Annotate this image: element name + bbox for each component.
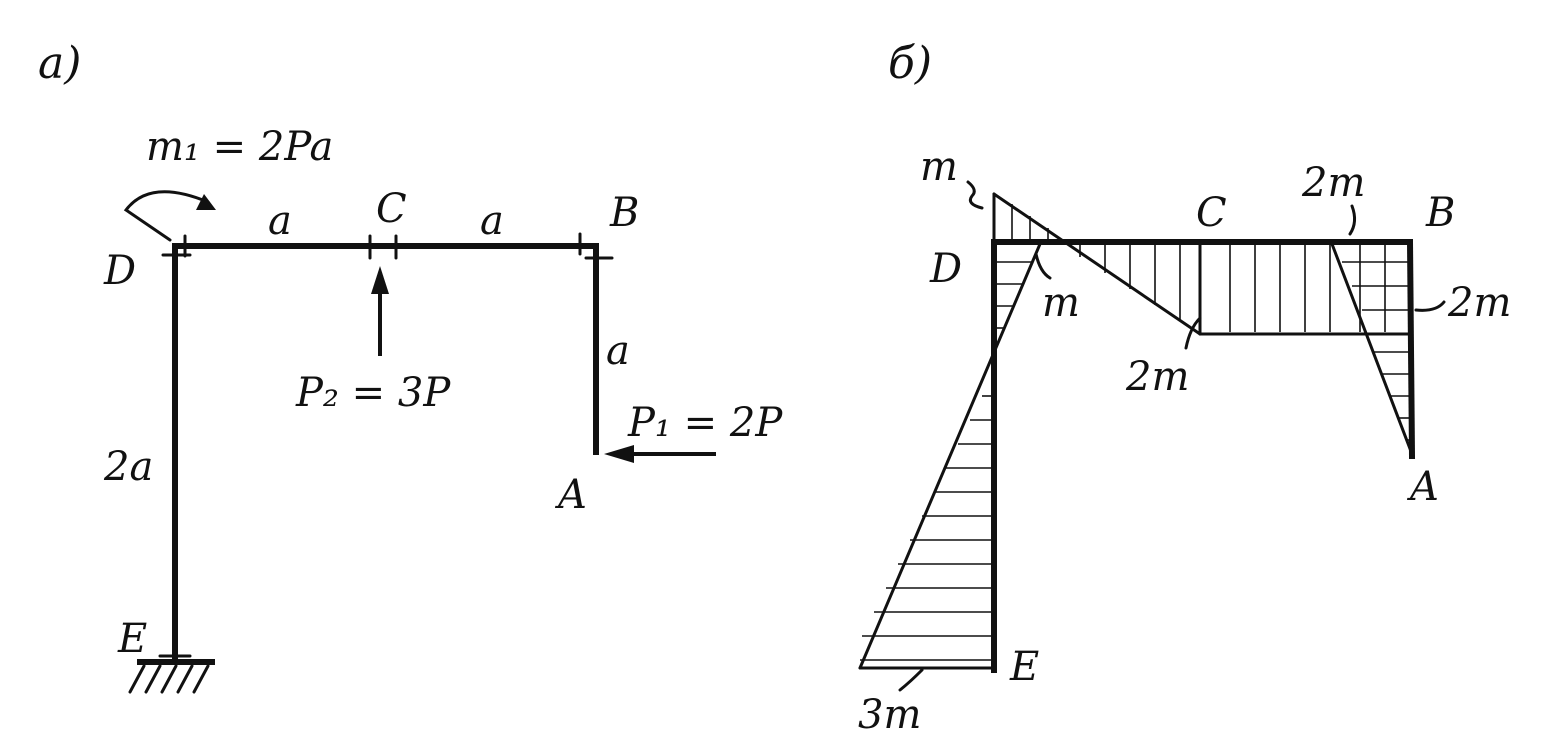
- value-d-top: m: [920, 144, 958, 190]
- load-p2-arrow: [371, 266, 389, 356]
- panel-b-label: б): [888, 38, 932, 89]
- moment-region-de: [860, 395, 994, 661]
- point-c-label: C: [376, 186, 407, 232]
- panel-b: б): [858, 38, 1511, 738]
- value-b-right: 2m: [1447, 280, 1511, 326]
- moment-arrowhead: [196, 194, 216, 210]
- axis-column-ba: [1406, 238, 1416, 460]
- load-p2-label: P₂ = 3P: [295, 370, 451, 416]
- moment-region-d-column-top: [994, 261, 1032, 329]
- load-p1-label: P₁ = 2P: [627, 400, 783, 446]
- section-ticks: [161, 232, 614, 260]
- point-c-label-b: C: [1196, 190, 1227, 236]
- panel-a: a) m₁: [38, 38, 783, 694]
- point-e-label: E: [117, 616, 147, 662]
- frame-axes-b: [991, 238, 1416, 673]
- frame-structure: [172, 243, 599, 665]
- point-d-label-b: D: [929, 246, 962, 292]
- point-b-label: B: [609, 190, 639, 236]
- point-d-label: D: [103, 248, 136, 294]
- moment-arrow-m1: [123, 190, 216, 242]
- outline-de-slope: [858, 242, 1042, 670]
- value-c: 2m: [1125, 354, 1189, 400]
- load-p1-arrow: [604, 445, 716, 463]
- moment-m1-label: m₁ = 2Pa: [146, 124, 333, 170]
- value-e: 3m: [858, 692, 921, 738]
- outline-ba-slope: [1330, 242, 1414, 456]
- point-a-label: A: [554, 472, 587, 518]
- point-b-label-b: B: [1425, 190, 1455, 236]
- panel-a-label: a): [38, 38, 81, 89]
- dim-ba: a: [606, 328, 630, 374]
- point-a-label-b: A: [1406, 464, 1439, 510]
- point-e-label-b: E: [1009, 644, 1039, 690]
- value-b-top: 2m: [1301, 160, 1365, 206]
- fixed-support-e: [128, 654, 215, 694]
- dim-dc: a: [268, 198, 292, 244]
- dim-de: 2a: [103, 444, 153, 490]
- outline-dc-slope: [992, 192, 1202, 336]
- moment-region-cb: [1229, 242, 1410, 332]
- leader-lines: [898, 180, 1446, 692]
- value-d-inner: m: [1042, 280, 1080, 326]
- dim-cb: a: [480, 198, 504, 244]
